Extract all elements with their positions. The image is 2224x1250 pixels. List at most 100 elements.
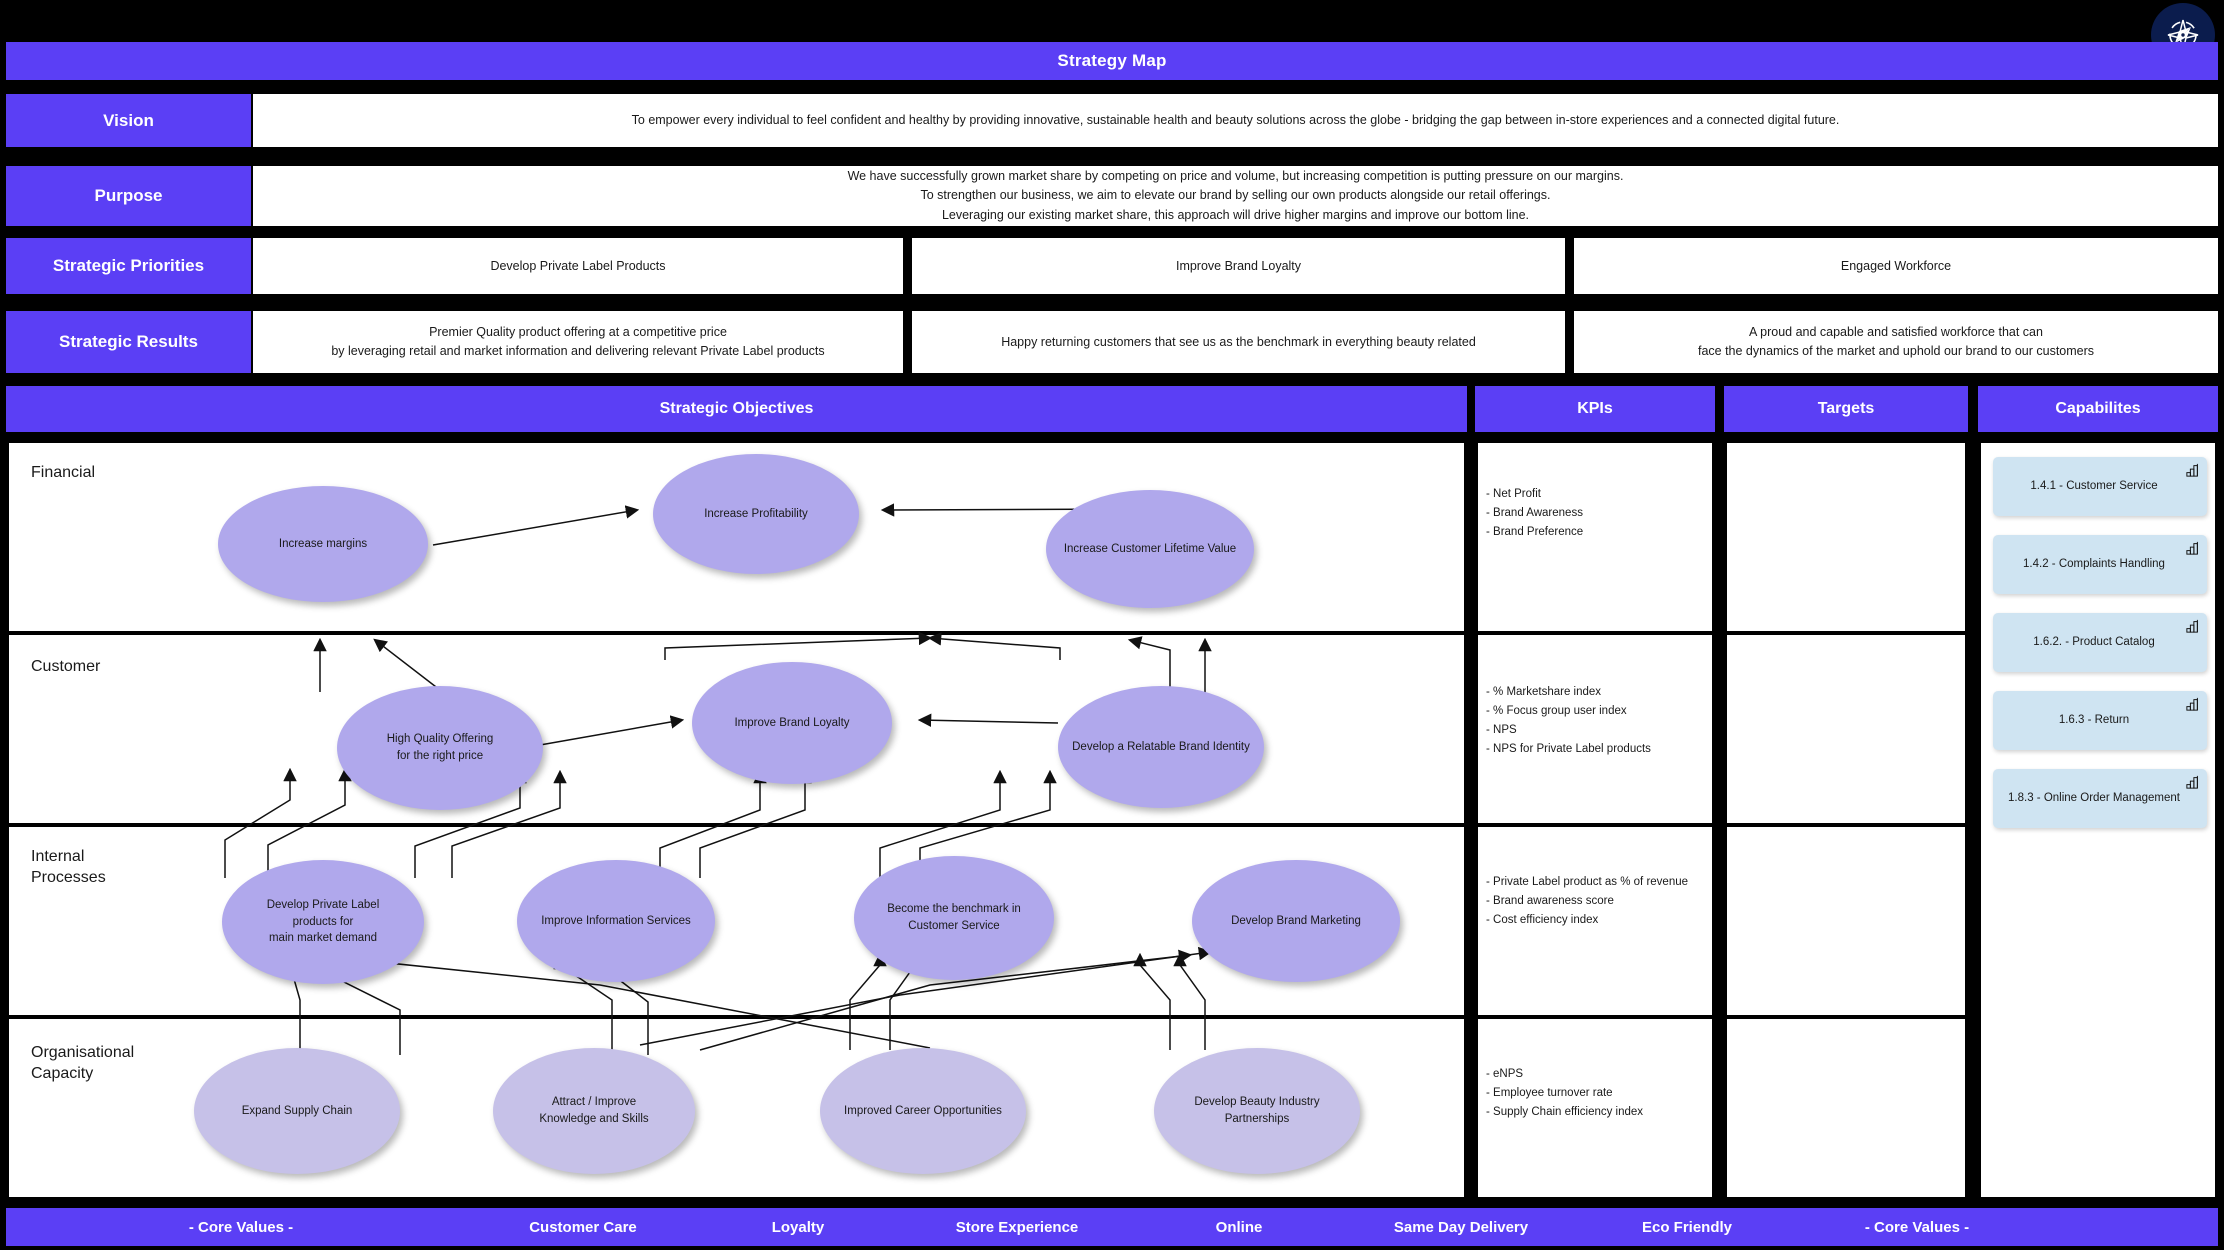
- capability-label: 1.6.3 - Return: [2058, 713, 2130, 726]
- purpose-line: To strengthen our business, we aim to el…: [920, 188, 1551, 203]
- purpose-statement: We have successfully grown market share …: [253, 166, 2218, 226]
- capability-label: 1.6.2. - Product Catalog: [2033, 635, 2155, 648]
- core-values-label-left: - Core Values -: [188, 1218, 294, 1236]
- kpi-cell-financial: - Net Profit - Brand Awareness - Brand P…: [1475, 440, 1715, 634]
- kpi-line: - eNPS: [1486, 1068, 1524, 1080]
- objective-label: Expand Supply Chain: [241, 1104, 353, 1117]
- capability-label: 1.4.1 - Customer Service: [2030, 479, 2158, 492]
- objective-oval-develop-brand-marketing[interactable]: Develop Brand Marketing: [1192, 860, 1400, 982]
- perspective-label-organisational-capacity: Organisational Capacity: [31, 1044, 135, 1082]
- kpi-line: - NPS: [1486, 723, 1517, 736]
- capability-chart-icon: [2186, 697, 2198, 711]
- strategic-priority-cell: Develop Private Label Products: [253, 238, 903, 294]
- capability-card[interactable]: 1.4.2 - Complaints Handling: [1993, 535, 2207, 594]
- objective-oval-increase-customer-lifetime-value[interactable]: Increase Customer Lifetime Value: [1046, 490, 1254, 608]
- perspective-label-financial: Financial: [31, 464, 96, 481]
- core-value-item: Store Experience: [955, 1218, 1079, 1236]
- objective-label: Develop Brand Marketing: [1231, 914, 1361, 927]
- perspective-label-customer: Customer: [31, 658, 101, 675]
- row-label-vision: Vision: [6, 94, 251, 147]
- target-cell-internal-processes: [1724, 824, 1968, 1018]
- strategic-result-cell: A proud and capable and satisfied workfo…: [1574, 311, 2218, 373]
- objective-oval-improve-brand-loyalty[interactable]: Improve Brand Loyalty: [692, 662, 892, 784]
- objective-oval-improve-information-services[interactable]: Improve Information Services: [517, 860, 715, 982]
- kpi-line: - NPS for Private Label products: [1486, 742, 1651, 755]
- capabilities-panel: 1.4.1 - Customer Service 1.4.2 - Complai…: [1978, 440, 2218, 1200]
- strategic-result-line: Happy returning customers that see us as…: [1001, 334, 1476, 349]
- capability-label: 1.4.2 - Complaints Handling: [2023, 557, 2165, 570]
- strategic-result-line: face the dynamics of the market and upho…: [1697, 344, 2095, 358]
- core-values-bar: - Core Values - Customer Care Loyalty St…: [6, 1208, 2218, 1246]
- kpi-line: - % Focus group user index: [1486, 704, 1627, 717]
- core-value-item: Same Day Delivery: [1393, 1218, 1529, 1236]
- kpi-line: - Brand Awareness: [1486, 506, 1583, 519]
- target-cell-customer: [1724, 632, 1968, 826]
- kpi-cell-customer: - % Marketshare index - % Focus group us…: [1475, 632, 1715, 826]
- core-value-item: Online: [1215, 1218, 1263, 1236]
- objective-label: Increase Customer Lifetime Value: [1063, 542, 1237, 555]
- column-header-targets: Targets: [1724, 386, 1968, 432]
- column-header-objectives: Strategic Objectives: [6, 386, 1467, 432]
- objective-oval-improved-career-opportunities[interactable]: Improved Career Opportunities: [820, 1048, 1026, 1174]
- perspective-label-internal-processes: Internal Processes: [31, 848, 106, 886]
- capability-card[interactable]: 1.6.2. - Product Catalog: [1993, 613, 2207, 672]
- core-value-item: Eco Friendly: [1641, 1218, 1733, 1236]
- strategic-result-cell: Happy returning customers that see us as…: [912, 311, 1565, 373]
- column-header-capabilities: Capabilites: [1978, 386, 2218, 432]
- purpose-line: We have successfully grown market share …: [847, 168, 1624, 183]
- core-values-label-right: - Core Values -: [1864, 1218, 1970, 1236]
- kpi-cell-internal-processes: - Private Label product as % of revenue …: [1475, 824, 1715, 1018]
- kpi-line: - Employee turnover rate: [1486, 1086, 1613, 1099]
- vision-statement: To empower every individual to feel conf…: [253, 94, 2218, 147]
- capability-chart-icon: [2186, 541, 2198, 555]
- capability-card[interactable]: 1.6.3 - Return: [1993, 691, 2207, 750]
- objective-oval-increase-profitability[interactable]: Increase Profitability: [653, 454, 859, 574]
- kpi-line: - % Marketshare index: [1486, 686, 1602, 698]
- page-title: Strategy Map: [6, 42, 2218, 80]
- row-label-strategic-results: Strategic Results: [6, 311, 251, 373]
- objective-label: Improve Brand Loyalty: [734, 716, 850, 729]
- target-cell-financial: [1724, 440, 1968, 634]
- row-label-strategic-priorities: Strategic Priorities: [6, 238, 251, 294]
- objective-label: Improve Information Services: [541, 914, 691, 927]
- column-header-kpis: KPIs: [1475, 386, 1715, 432]
- capability-chart-icon: [2186, 619, 2198, 633]
- objective-oval-develop-relatable-brand-identity[interactable]: Develop a Relatable Brand Identity: [1058, 686, 1264, 808]
- target-cell-organisational-capacity: [1724, 1016, 1968, 1200]
- row-label-purpose: Purpose: [6, 166, 251, 226]
- capability-label: 1.8.3 - Online Order Management: [2008, 791, 2180, 804]
- objective-label: Improved Career Opportunities: [844, 1104, 1002, 1117]
- capability-card[interactable]: 1.4.1 - Customer Service: [1993, 457, 2207, 516]
- strategic-result-line: by leveraging retail and market informat…: [331, 344, 825, 358]
- objective-oval-increase-margins[interactable]: Increase margins: [218, 486, 428, 602]
- kpi-cell-organisational-capacity: - eNPS - Employee turnover rate - Supply…: [1475, 1016, 1715, 1200]
- strategic-result-line: A proud and capable and satisfied workfo…: [1749, 325, 2043, 340]
- objective-oval-expand-supply-chain[interactable]: Expand Supply Chain: [194, 1048, 400, 1174]
- kpi-line: - Net Profit: [1486, 488, 1541, 500]
- strategic-priority-cell: Improve Brand Loyalty: [912, 238, 1565, 294]
- kpi-line: - Brand awareness score: [1486, 894, 1614, 907]
- strategic-result-cell: Premier Quality product offering at a co…: [253, 311, 903, 373]
- core-value-item: Loyalty: [771, 1218, 825, 1236]
- objective-label: Increase Profitability: [704, 507, 808, 520]
- core-value-item: Customer Care: [529, 1218, 637, 1236]
- objective-label: Develop a Relatable Brand Identity: [1072, 740, 1250, 753]
- kpi-line: - Private Label product as % of revenue: [1486, 876, 1689, 888]
- capability-card[interactable]: 1.8.3 - Online Order Management: [1993, 769, 2207, 828]
- capability-chart-icon: [2186, 463, 2198, 477]
- capability-chart-icon: [2186, 775, 2198, 789]
- strategic-result-line: Premier Quality product offering at a co…: [429, 325, 727, 340]
- kpi-line: - Supply Chain efficiency index: [1486, 1105, 1644, 1118]
- objective-label: Increase margins: [278, 537, 368, 550]
